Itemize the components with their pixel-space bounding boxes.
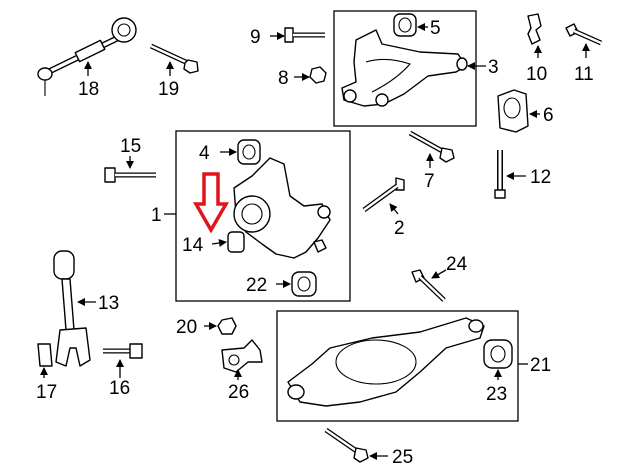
part-6-bushing [497, 89, 529, 133]
callout-13: 13 [98, 293, 119, 314]
leader-lines [40, 23, 590, 460]
part-23-bushing [483, 339, 513, 369]
callout-25: 25 [392, 447, 413, 468]
part-21-lower-arm [287, 317, 485, 407]
part-11-bolt [565, 23, 603, 46]
part-7-bolt [408, 130, 455, 163]
callout-11: 11 [574, 64, 594, 85]
callout-1: 1 [151, 205, 162, 226]
callout-20: 20 [176, 317, 197, 338]
part-15-bolt [104, 167, 156, 183]
part-3-control-arm [341, 29, 468, 107]
callout-10: 10 [526, 64, 547, 85]
group-box-knuckle [175, 130, 351, 302]
callout-19: 19 [158, 79, 179, 100]
part-9-bolt [284, 27, 325, 43]
part-14-bushing [227, 231, 245, 253]
callout-21: 21 [530, 355, 551, 376]
callout-18: 18 [78, 79, 99, 100]
part-13-link [53, 250, 91, 367]
callout-2: 2 [394, 218, 405, 239]
callout-8: 8 [278, 68, 289, 89]
callout-15: 15 [120, 136, 141, 157]
callout-24: 24 [446, 254, 468, 275]
part-20-nut [217, 317, 237, 335]
part-18-tie-rod [37, 17, 137, 96]
group-box-lower-arm [276, 310, 519, 422]
callout-4: 4 [199, 143, 210, 164]
group-box-control-arm [333, 10, 477, 127]
callout-6: 6 [543, 105, 554, 126]
part-4-bushing [237, 139, 261, 165]
callout-22: 22 [246, 275, 267, 296]
callout-23: 23 [486, 384, 507, 405]
part-25-bolt [324, 427, 369, 463]
highlight-arrow [192, 172, 230, 234]
part-12-bolt [494, 150, 506, 199]
part-26-bracket [221, 339, 263, 373]
callout-14: 14 [182, 235, 204, 256]
part-5-bushing [393, 13, 417, 37]
part-22-bushing [291, 271, 317, 297]
callout-26: 26 [228, 382, 249, 403]
part-10-clip [527, 13, 542, 45]
callout-12: 12 [530, 167, 551, 188]
part-17-bushing [37, 343, 53, 367]
callout-numbers: 18 19 9 8 5 3 10 11 6 12 7 4 15 1 2 14 2… [36, 18, 594, 468]
callout-17: 17 [36, 382, 57, 403]
part-1-knuckle [233, 157, 331, 259]
callout-5: 5 [430, 18, 441, 39]
callout-9: 9 [250, 27, 261, 48]
part-24-bolt [411, 269, 446, 302]
callout-16: 16 [109, 378, 130, 399]
part-16-bolt [103, 343, 143, 359]
part-2-bolt [362, 177, 405, 213]
callout-3: 3 [488, 57, 499, 78]
part-19-bolt [149, 43, 199, 74]
callout-7: 7 [424, 171, 435, 192]
part-8-nut [309, 66, 327, 84]
